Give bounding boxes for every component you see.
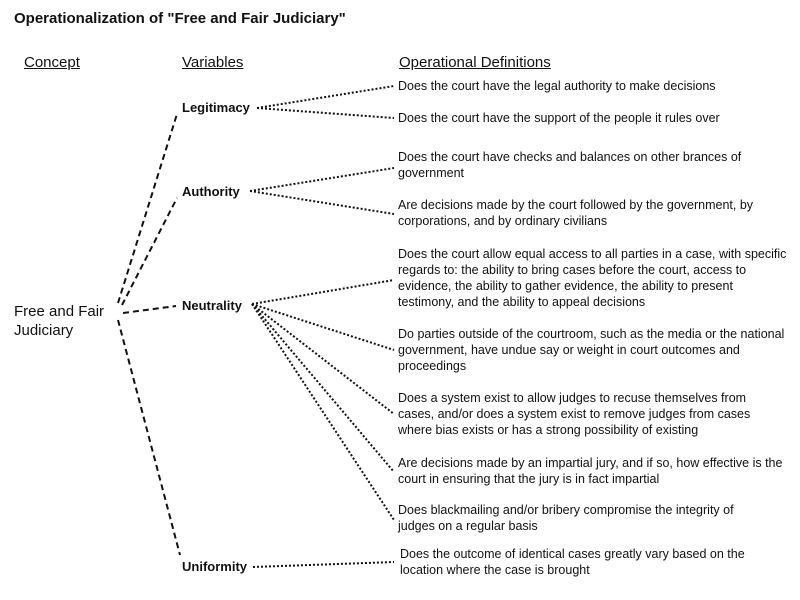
link-concept-legitimacy xyxy=(117,113,178,304)
link-concept-neutrality xyxy=(122,305,177,314)
definition-legitimacy-2: Does the court have the support of the p… xyxy=(398,111,720,125)
link-authority-def-1 xyxy=(249,167,395,192)
header-definitions: Operational Definitions xyxy=(399,54,551,71)
concept-node: Free and Fair Judiciary xyxy=(14,302,104,340)
definition-neutrality-4: Are decisions made by an impartial jury,… xyxy=(398,456,783,486)
variable-neutrality: Neutrality xyxy=(182,298,242,313)
definition-authority-2: Are decisions made by the court followed… xyxy=(398,198,754,228)
link-concept-authority xyxy=(121,197,178,306)
variable-uniformity: Uniformity xyxy=(182,559,247,574)
link-neutrality-def-4 xyxy=(251,303,395,473)
header-variables: Variables xyxy=(182,54,244,71)
link-uniformity-def-1 xyxy=(252,561,395,568)
definition-neutrality-1: Does the court allow equal access to all… xyxy=(398,247,787,309)
variable-authority: Authority xyxy=(182,184,240,199)
diagram-title: Operationalization of "Free and Fair Jud… xyxy=(14,10,346,27)
definition-neutrality-5: Does blackmailing and/or bribery comprom… xyxy=(398,503,734,533)
concept-label-line1: Free and Fair xyxy=(14,303,105,320)
definition-uniformity-1: Does the outcome of identical cases grea… xyxy=(400,547,745,577)
link-legitimacy-def-1 xyxy=(256,85,395,109)
concept-label-line2: Judiciary xyxy=(14,322,74,339)
definition-neutrality-2: Do parties outside of the courtroom, suc… xyxy=(398,327,785,373)
definition-authority-1: Does the court have checks and balances … xyxy=(398,150,742,180)
link-neutrality-def-5 xyxy=(251,303,395,521)
header-concept: Concept xyxy=(24,54,80,71)
link-neutrality-def-2 xyxy=(251,303,395,351)
link-neutrality-def-1 xyxy=(251,279,395,305)
variable-legitimacy: Legitimacy xyxy=(182,100,250,115)
link-concept-uniformity xyxy=(117,319,181,556)
definition-legitimacy-1: Does the court have the legal authority … xyxy=(398,79,716,93)
link-authority-def-2 xyxy=(249,190,395,215)
link-neutrality-def-3 xyxy=(251,303,395,415)
link-legitimacy-def-2 xyxy=(256,107,395,119)
definition-neutrality-3: Does a system exist to allow judges to r… xyxy=(398,391,751,437)
